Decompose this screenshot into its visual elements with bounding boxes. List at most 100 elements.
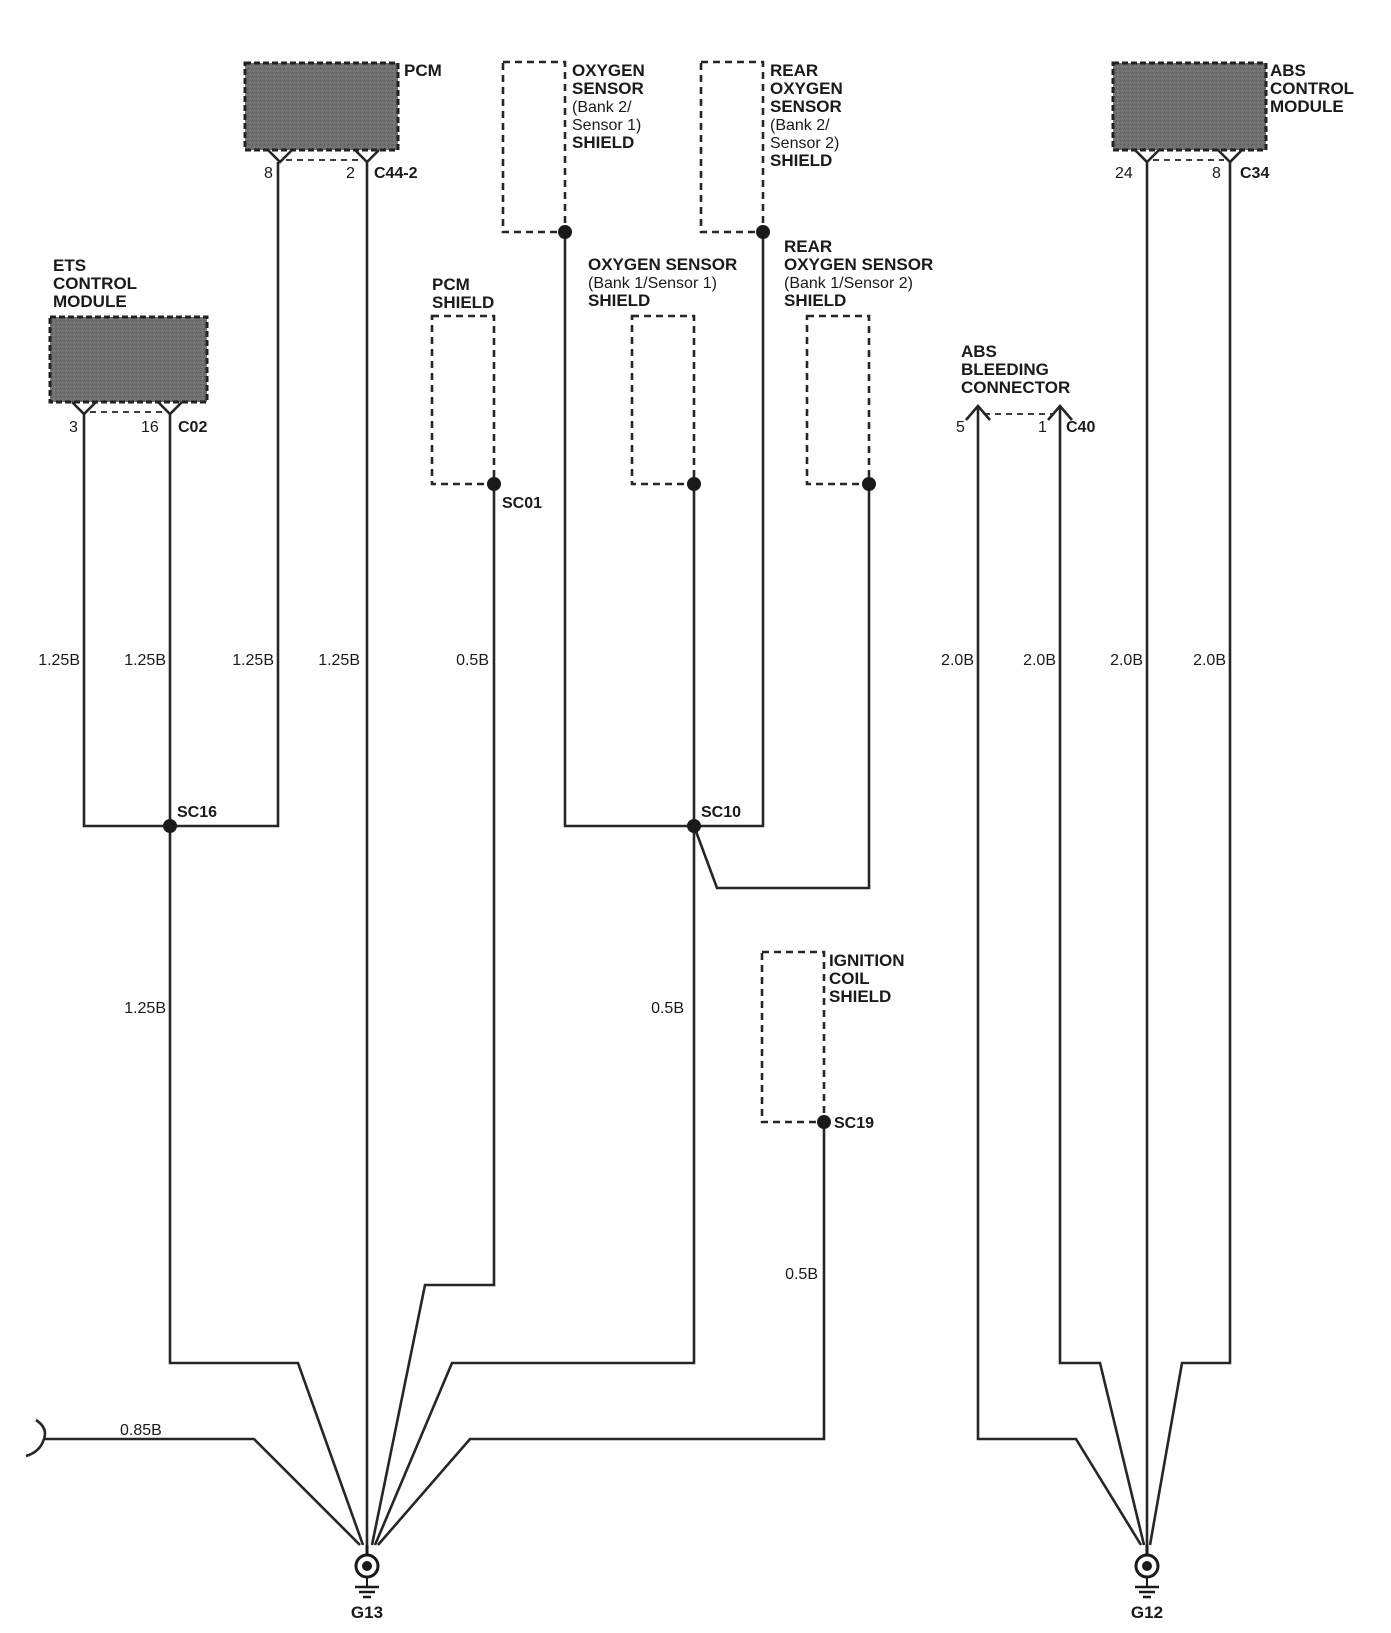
ign-coil-line1: IGNITION — [829, 951, 905, 970]
pcm-shield-line1: PCM — [432, 275, 470, 294]
wire-b1s2-shield — [692, 484, 871, 890]
oxygen-sensor-b2s1-shield: OXYGEN SENSOR (Bank 2/ Sensor 1) SHIELD — [501, 60, 645, 234]
splice-sc19: SC19 — [817, 1115, 874, 1132]
g13-wiring — [25, 162, 871, 1546]
wire-label-pcm-pin2: 1.25B — [318, 652, 360, 669]
oxygen-sensor-b1s1-shield: OXYGEN SENSOR (Bank 1/Sensor 1) SHIELD — [588, 255, 737, 486]
wire-label-abs-pin24: 2.0B — [1110, 652, 1143, 669]
shield-node-b2s2 — [756, 225, 770, 239]
o2-b1s1-shield: SHIELD — [588, 291, 650, 310]
abs-pin-8: 8 — [1212, 165, 1221, 182]
ro2-b1s2-title2: OXYGEN SENSOR — [784, 255, 933, 274]
ets-pin-16: 16 — [141, 419, 159, 436]
wire-label-pcm-pin8: 1.25B — [232, 652, 274, 669]
wire-external-break — [25, 1418, 47, 1458]
abs-bleed-pin-5: 5 — [956, 419, 965, 436]
pcm-module: PCM — [243, 61, 442, 152]
shield-node-b2s1 — [558, 225, 572, 239]
g12-wiring — [976, 162, 1232, 1546]
splice-sc16: SC16 — [163, 804, 217, 833]
abs-bleed-connector-id: C40 — [1066, 419, 1095, 436]
abs-pin-24: 24 — [1115, 165, 1133, 182]
abs-label-line1: ABS — [1270, 61, 1306, 80]
wire-label-external: 0.85B — [120, 1422, 162, 1439]
o2-b1s1-sub: (Bank 1/Sensor 1) — [588, 275, 717, 292]
pcm-pin-8: 8 — [264, 165, 273, 182]
splice-sc19-label: SC19 — [834, 1115, 874, 1132]
o2-b1s1-title: OXYGEN SENSOR — [588, 255, 737, 274]
pcm-connector-id: C44-2 — [374, 165, 418, 182]
abs-bleeding-connector: ABS BLEEDING CONNECTOR 5 1 C40 — [956, 342, 1095, 436]
ro2-b2s2-sub1: (Bank 2/ — [770, 117, 830, 134]
wire-b2s2-shield — [694, 232, 765, 828]
wire-label-abs-pin8: 2.0B — [1193, 652, 1226, 669]
abs-bleed-pin-1: 1 — [1038, 419, 1047, 436]
wire-label-pcm-shield: 0.5B — [456, 652, 489, 669]
ets-connector-id: C02 — [178, 419, 207, 436]
ets-label-line2: CONTROL — [53, 274, 137, 293]
wire-label-sc19-out: 0.5B — [785, 1266, 818, 1283]
ro2-b2s2-sub2: Sensor 2) — [770, 135, 839, 152]
wire-label-ets-pin3: 1.25B — [38, 652, 80, 669]
abs-bleed-line3: CONNECTOR — [961, 378, 1070, 397]
ro2-b2s2-title2: OXYGEN — [770, 79, 843, 98]
wire-label-ets-pin16: 1.25B — [124, 652, 166, 669]
ro2-b2s2-shield: SHIELD — [770, 151, 832, 170]
ro2-b1s2-shield: SHIELD — [784, 291, 846, 310]
splice-sc01: SC01 — [487, 477, 542, 512]
abs-bleed-line1: ABS — [961, 342, 997, 361]
pcm-label: PCM — [404, 61, 442, 80]
wire-label-abs-bleed-pin1: 2.0B — [1023, 652, 1056, 669]
splice-sc16-label: SC16 — [177, 804, 217, 821]
o2-b2s1-shield: SHIELD — [572, 133, 634, 152]
pcm-shield-line2: SHIELD — [432, 293, 494, 312]
ro2-b2s2-title1: REAR — [770, 61, 818, 80]
abs-bleed-line2: BLEEDING — [961, 360, 1049, 379]
abs-label-line2: CONTROL — [1270, 79, 1354, 98]
ro2-b1s2-sub: (Bank 1/Sensor 2) — [784, 275, 913, 292]
splice-sc01-label: SC01 — [502, 495, 542, 512]
abs-label-line3: MODULE — [1270, 97, 1344, 116]
ets-connector: 3 16 C02 — [69, 401, 207, 436]
rear-oxygen-sensor-b2s2-shield: REAR OXYGEN SENSOR (Bank 2/ Sensor 2) SH… — [699, 60, 843, 234]
wire-label-sc10-out: 0.5B — [651, 1000, 684, 1017]
wire-abs-bleed-pin5 — [976, 406, 1143, 1546]
ro2-b2s2-title3: SENSOR — [770, 97, 842, 116]
wire-b2s1-shield — [563, 232, 694, 828]
ets-control-module: ETS CONTROL MODULE — [48, 256, 209, 404]
ground-g13-label: G13 — [351, 1603, 383, 1622]
wire-label-sc16-out: 1.25B — [124, 1000, 166, 1017]
o2-b2s1-title2: SENSOR — [572, 79, 644, 98]
ground-g12: G12 — [1131, 1545, 1163, 1622]
ro2-b1s2-title1: REAR — [784, 237, 832, 256]
splice-sc10: SC10 — [687, 804, 741, 833]
wire-ets-pin3 — [82, 162, 280, 828]
ets-label-line3: MODULE — [53, 292, 127, 311]
pcm-pin-2: 2 — [346, 165, 355, 182]
wire-sc16-out — [168, 826, 365, 1546]
wire-external — [44, 1437, 361, 1546]
shield-node-b1s1 — [687, 477, 701, 491]
ets-label-line1: ETS — [53, 256, 86, 275]
wire-sc10-out — [373, 826, 696, 1546]
wire-sc19-out — [377, 1122, 826, 1546]
ignition-coil-shield: IGNITION COIL SHIELD — [760, 950, 905, 1124]
shield-node-b1s2 — [862, 477, 876, 491]
o2-b2s1-title1: OXYGEN — [572, 61, 645, 80]
o2-b2s1-sub1: (Bank 2/ — [572, 99, 632, 116]
pcm-shield: PCM SHIELD — [430, 275, 496, 486]
wire-abs-pin8 — [1148, 162, 1232, 1546]
wire-label-abs-bleed-pin5: 2.0B — [941, 652, 974, 669]
ets-pin-3: 3 — [69, 419, 78, 436]
wire-abs-bleed-pin1 — [1058, 406, 1146, 1546]
abs-control-module: ABS CONTROL MODULE — [1111, 61, 1354, 152]
ground-g13: G13 — [351, 1545, 383, 1622]
rear-oxygen-sensor-b1s2-shield: REAR OXYGEN SENSOR (Bank 1/Sensor 2) SHI… — [784, 237, 933, 486]
splice-sc10-label: SC10 — [701, 804, 741, 821]
pcm-connector: 8 2 C44-2 — [264, 149, 418, 182]
abs-connector: 24 8 C34 — [1115, 149, 1269, 182]
o2-b2s1-sub2: Sensor 1) — [572, 117, 641, 134]
wire-pcm-shield — [370, 484, 496, 1546]
ground-g12-label: G12 — [1131, 1603, 1163, 1622]
